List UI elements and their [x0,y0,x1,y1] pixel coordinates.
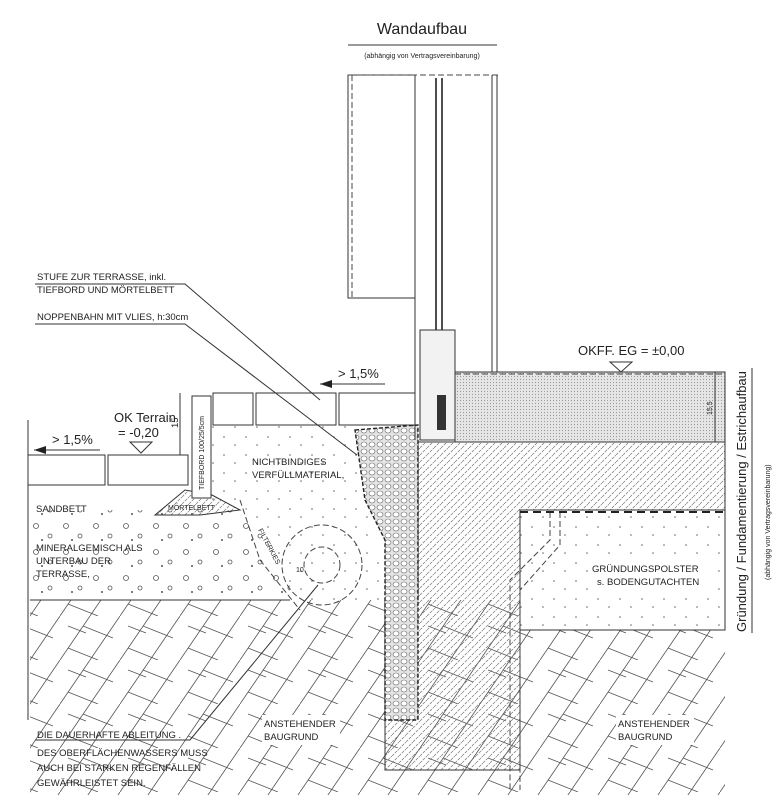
drain-pipe-icon [303,546,341,584]
screed-layer [454,371,726,443]
membrane-label: NOPPENBAHN MIT VLIES, h:30cm [37,312,188,323]
wall-lines [414,75,498,440]
level-marker-icon [608,361,634,373]
mineral-label-3: TERRASSE, [36,569,90,580]
side-title: Gründung / Fundamentierung / Estrichaufb… [734,371,749,632]
terrain-level-value: = -0,20 [118,425,159,440]
side-subtitle: (abhängig von Vertragsvereinbarung) [765,464,772,580]
mineral-label-1: MINERALGEMISCH ALS [36,543,143,554]
filler-area [212,425,385,600]
cushion-label-1: GRÜNDUNGSPOLSTER [592,564,699,575]
wall-insulation [347,74,416,299]
curb-stone [191,395,212,499]
note-line-4: GEWÄHRLEISTET SEIN. [37,778,146,789]
step-label-2: TIEFBORD UND MÖRTELBETT [37,285,175,296]
screed-height-dim: 15,5 [707,401,714,415]
terrain-level-label: OK Terrain [114,410,176,425]
floor-level-label: OKFF. EG = ±0,00 [578,343,684,358]
window-frame [435,78,443,330]
note-leader [35,584,319,741]
wall-title: Wandaufbau [377,21,467,38]
mineral-label-2: UNTERBAU DER [36,556,111,567]
drain-outer [281,524,363,606]
drainage-membrane [354,424,419,721]
slope-upper-label: > 1,5% [338,366,379,381]
level-marker-icon [128,441,154,454]
curb-label: TIEFBORD 100/25/5cm [199,416,206,490]
membrane-leader [35,323,358,456]
rebar-lines [509,512,561,790]
filler-label-2: VERFÜLLMATERIAL, [252,470,344,481]
step-label-1: STUFE ZUR TERRASSE, inkl. [37,272,166,283]
note-line-3: AUCH BEI STARKEN REGENFÄLLEN [37,763,201,774]
subsoil-right-label-2: BAUGRUND [618,732,673,743]
note-line-2: DES OBERFLÄCHENWASSERS MUSS [37,748,208,759]
mortar-bed-label: MÖRTELBETT [168,504,216,512]
cushion-label-2: s. BODENGUTACHTEN [597,577,699,588]
slope-arrow-icon [320,380,332,388]
subsoil-right-label-1: ANSTEHENDER [618,719,690,730]
note-line-1: DIE DAUERHAFTE ABLEITUNG . [37,730,181,741]
soil-herringbone [30,600,725,795]
filter-gravel-boundary [239,499,301,611]
filler-label-1: NICHTBINDIGES [252,457,326,468]
subsoil-left-label-2: BAUGRUND [264,732,319,743]
slope-lower-label: > 1,5% [52,432,93,447]
mineral-mix-area [30,510,290,600]
drain-dim-label: 10 [296,567,304,574]
wall-subtitle: (abhängig von Vertragsvereinbarung) [364,53,480,60]
subsoil-left-label-1: ANSTEHENDER [264,719,336,730]
mortar-bed [153,489,242,516]
step-height-dim: 15 [170,417,181,428]
slope-arrow-icon [34,446,46,454]
terrace-pavers [27,454,189,486]
terrace-step-pavers [212,392,416,426]
sand-bed-label: SANDBETT [36,504,87,515]
step-leader [35,283,321,401]
